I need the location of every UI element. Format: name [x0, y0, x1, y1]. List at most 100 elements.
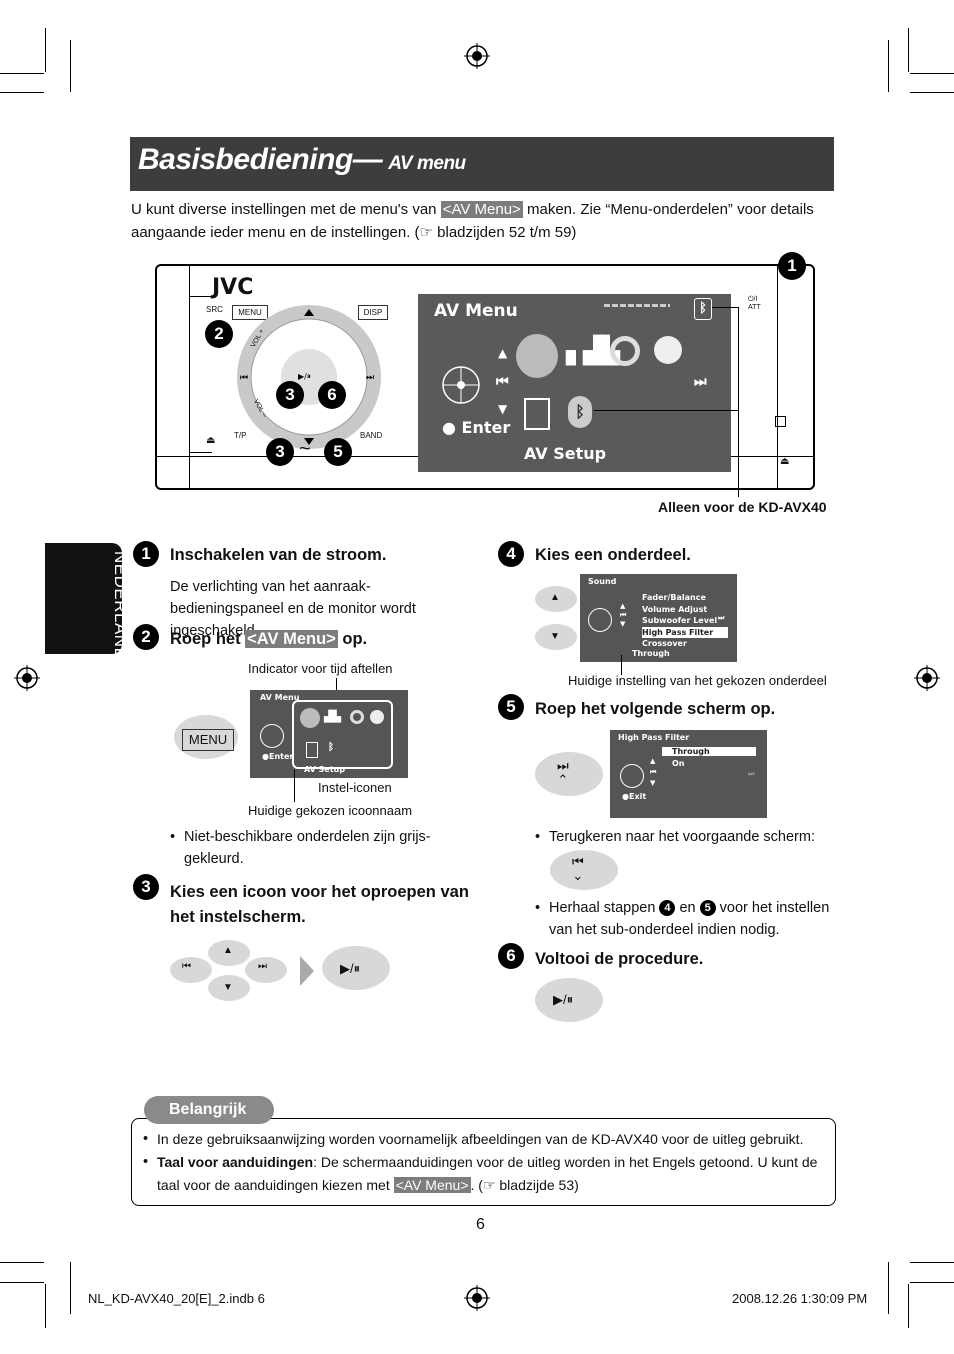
prev-icon: ⏮⌄ [572, 854, 584, 883]
svg-text:⏭: ⏭ [366, 373, 374, 383]
menu-item-crossover[interactable]: Crossover [642, 639, 687, 648]
down-arrow-icon: ▼ [498, 402, 508, 416]
callout-1: 1 [778, 252, 806, 280]
play-pause-button[interactable] [322, 946, 390, 990]
countdown-label: Indicator voor tijd aftellen [248, 661, 393, 676]
important-line-1: In deze gebruiksaanwijzing worden voorna… [157, 1131, 804, 1147]
menu-button-oval[interactable] [174, 715, 238, 759]
next-icon: ⏭ [694, 374, 707, 390]
play-pause-button[interactable] [535, 978, 603, 1022]
prev-button[interactable] [170, 957, 212, 983]
sound-screen-title: Sound [588, 577, 617, 586]
setup-label: AV Setup [524, 444, 607, 463]
prev-icon: ⏮ [182, 961, 191, 972]
important-box [131, 1118, 836, 1206]
sensor-icon [775, 416, 786, 427]
crop-mark [0, 73, 44, 74]
crop-mark [908, 1284, 909, 1328]
step-2-bullet: Niet-beschikbare onderdelen zijn grijs-g… [184, 829, 431, 867]
prev-button[interactable] [550, 850, 618, 890]
step-1-text: De verlichting van het aanraak-bediening… [170, 579, 416, 639]
down-button[interactable] [208, 975, 250, 1001]
menu-hard-button[interactable]: MENU [232, 305, 268, 320]
step-2-screen: AV Menu ▟▙ ᛒ ●Enter AV Setup [250, 690, 408, 778]
next-icon: ⏭ [258, 961, 267, 972]
crop-mark [0, 1282, 44, 1283]
disp-button[interactable]: DISP [358, 305, 388, 320]
up-arrow-icon: ▲ [550, 592, 560, 603]
crop-mark [70, 1262, 71, 1314]
crop-mark [45, 28, 46, 72]
callout-2: 2 [205, 320, 233, 348]
crop-mark [0, 92, 44, 93]
band-button[interactable]: BAND [360, 431, 383, 440]
page-subtitle: AV menu [388, 153, 466, 174]
next-icon: ⏭⌃ [557, 758, 569, 787]
prev-icon: ⏮ [496, 374, 509, 390]
callout-6: 6 [318, 381, 346, 409]
callout-3b: 3 [266, 438, 294, 466]
dial-icon[interactable] [654, 336, 682, 364]
speaker-icon[interactable] [610, 336, 640, 366]
current-icon-label: Huidige gekozen icoonnaam [248, 803, 413, 818]
step-1-title: Inschakelen van de stroom. [170, 546, 387, 564]
menu-item-fader[interactable]: Fader/Balance [642, 593, 706, 602]
step-4-caption: Huidige instelling van het gekozen onder… [568, 673, 827, 688]
option-on[interactable]: On [672, 759, 685, 768]
title-bar: Basisbediening—AV menu [130, 137, 834, 191]
sound-gear-icon[interactable] [516, 334, 558, 378]
next-icon: ⏭ [718, 614, 725, 622]
menu-button[interactable]: MENU [182, 729, 234, 751]
step-5-title: Roep het volgende scherm op. [535, 700, 776, 718]
setting-icons-frame [292, 700, 393, 769]
step-4-title: Kies een onderdeel. [535, 546, 691, 564]
play-pause-icon: ▶/⏸ [553, 992, 574, 1007]
control-ring[interactable]: ⏮ ⏭ ▶/⏸ [234, 302, 384, 452]
down-button[interactable] [535, 624, 577, 650]
setup-label: AV Setup [304, 765, 346, 774]
next-button[interactable] [245, 957, 287, 983]
step-5-number: 5 [498, 694, 524, 720]
registration-mark-icon [14, 665, 40, 691]
footer-file: NL_KD-AVX40_20[E]_2.indb 6 [88, 1291, 265, 1306]
svg-text:⏮: ⏮ [240, 373, 248, 383]
option-through[interactable]: Through [662, 747, 756, 756]
footer-timestamp: 2008.12.26 1:30:09 PM [732, 1291, 868, 1306]
bluetooth-icon: ᛒ [328, 742, 334, 753]
cursor-pad-icon [620, 764, 644, 788]
cursor-pad-icon [442, 366, 480, 404]
registration-mark-icon [464, 1285, 490, 1311]
next-button[interactable] [535, 752, 603, 796]
speaker-icon [350, 710, 364, 724]
next-icon: ⏭ [748, 770, 755, 778]
menu-item-volume[interactable]: Volume Adjust [642, 604, 708, 614]
crop-mark [888, 40, 889, 92]
step-6-number: 6 [498, 943, 524, 969]
menu-item-subwoofer[interactable]: Subwoofer Level [642, 616, 718, 625]
setting-icons-label: Instel-iconen [318, 780, 392, 795]
up-button[interactable] [208, 940, 250, 966]
up-button[interactable] [535, 586, 577, 612]
crop-mark [0, 1262, 44, 1263]
tp-button[interactable]: T/P [234, 431, 247, 440]
bluetooth-indicator-icon: ᛒ [694, 298, 712, 320]
step-2-title: Roep het <AV Menu> op. [170, 630, 368, 648]
bluetooth-icon[interactable]: ᛒ [568, 396, 592, 428]
callout-3: 3 [276, 381, 304, 409]
att-button[interactable]: ⏻/I ATT [748, 296, 761, 311]
tilt-icon[interactable]: ⏏ [780, 456, 790, 467]
down-arrow-icon: ▼ [550, 631, 560, 642]
list-icon[interactable] [524, 398, 550, 430]
page-title: Basisbediening—AV menu [138, 143, 466, 176]
equalizer-icon: ▟▙ [324, 710, 341, 723]
crop-mark [45, 1284, 46, 1328]
eject-icon[interactable]: ⏏ [206, 435, 216, 446]
sound-gear-icon [300, 708, 320, 728]
cursor-pad-icon [260, 724, 284, 748]
tilde-label: ~ [299, 438, 311, 460]
menu-item-high-pass-filter[interactable]: High Pass Filter [642, 626, 728, 638]
cursor-pad-icon [588, 608, 612, 632]
enter-label: ● Enter [442, 418, 511, 437]
sound-item-list[interactable]: Fader/Balance Volume Adjust Subwoofer Le… [642, 592, 728, 650]
avx40-note: Alleen voor de KD-AVX40 [658, 499, 827, 515]
